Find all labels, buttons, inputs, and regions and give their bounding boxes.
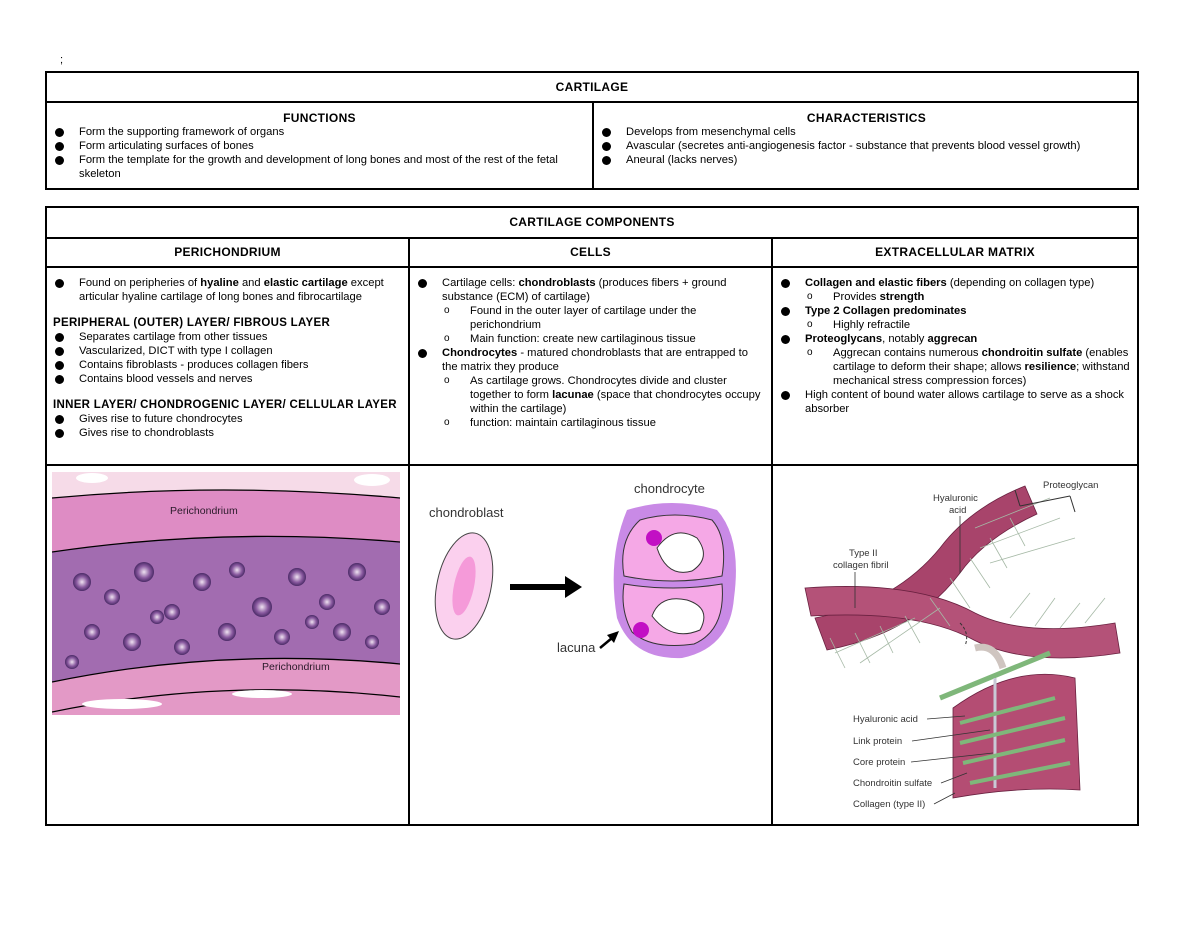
arrow-shaft <box>510 584 565 590</box>
cells-content: Cartilage cells: chondroblasts (produces… <box>416 276 766 430</box>
list-item: Form the supporting framework of organs <box>53 125 583 139</box>
list-item: Proteoglycans, notably aggrecan <box>779 332 1131 346</box>
lacuna-label: lacuna <box>557 640 596 655</box>
legend-collagen-type2: Collagen (type II) <box>853 799 925 810</box>
list-subitem: Highly refractile <box>779 318 1131 332</box>
divider <box>45 266 1139 268</box>
type2-label-1: Type II <box>849 548 878 559</box>
perichondrium-label-bottom: Perichondrium <box>262 661 330 673</box>
list-item: Separates cartilage from other tissues <box>53 330 403 344</box>
functions-list: Form the supporting framework of organs … <box>53 125 583 181</box>
divider <box>408 237 410 826</box>
list-item: Vascularized, DICT with type I collagen <box>53 344 403 358</box>
list-subitem: Main function: create new cartilaginous … <box>416 332 766 346</box>
chondroblast-label: chondroblast <box>429 505 504 520</box>
components-table <box>45 206 1139 826</box>
characteristics-heading: CHARACTERISTICS <box>806 111 927 125</box>
list-subitem: Aggrecan contains numerous chondroitin s… <box>779 346 1131 388</box>
divider <box>45 237 1139 239</box>
inner-layer-heading: INNER LAYER/ CHONDROGENIC LAYER/ CELLULA… <box>53 399 397 411</box>
list-item: Found on peripheries of hyaline and elas… <box>53 276 403 304</box>
list-item: Cartilage cells: chondroblasts (produces… <box>416 276 766 304</box>
list-subitem: Found in the outer layer of cartilage un… <box>416 304 766 332</box>
table-title: CARTILAGE <box>555 80 629 94</box>
ecm-diagram: Proteoglycan Hyaluronic acid Type II col… <box>804 480 1121 810</box>
list-item: Type 2 Collagen predominates <box>779 304 1131 318</box>
hyaluronic-top-label-2: acid <box>949 505 966 516</box>
arrow-icon <box>565 576 582 598</box>
perichondrium-label-top: Perichondrium <box>170 505 238 517</box>
legend-link-protein: Link protein <box>853 736 902 747</box>
outer-layer-heading: PERIPHERAL (OUTER) LAYER/ FIBROUS LAYER <box>53 317 331 329</box>
list-item: Gives rise to chondroblasts <box>53 426 403 440</box>
list-item: High content of bound water allows carti… <box>779 388 1131 416</box>
list-item: Gives rise to future chondrocytes <box>53 412 403 426</box>
legend-chondroitin-sulfate: Chondroitin sulfate <box>853 778 932 789</box>
perichondrium-heading: PERICHONDRIUM <box>174 245 281 259</box>
chondrocyte-label: chondrocyte <box>634 481 705 496</box>
list-item: Develops from mesenchymal cells <box>600 125 1130 139</box>
list-subitem: Provides strength <box>779 290 1131 304</box>
divider <box>45 464 1139 466</box>
legend-core-protein: Core protein <box>853 757 905 768</box>
functions-heading: FUNCTIONS <box>283 111 356 125</box>
list-item: Contains fibroblasts - produces collagen… <box>53 358 403 372</box>
stray-mark: ; <box>60 54 64 66</box>
list-item: Contains blood vessels and nerves <box>53 372 403 386</box>
histology-micrograph: Perichondrium Perichondrium <box>52 472 400 715</box>
list-item: Collagen and elastic fibers (depending o… <box>779 276 1131 290</box>
pointer-arrow-icon <box>607 631 619 643</box>
ecm-content: Collagen and elastic fibers (depending o… <box>779 276 1131 416</box>
components-title: CARTILAGE COMPONENTS <box>509 215 675 229</box>
cells-heading: CELLS <box>570 245 611 259</box>
proteoglycan-label: Proteoglycan <box>1043 480 1098 491</box>
list-item: Avascular (secretes anti-angiogenesis fa… <box>600 139 1130 153</box>
cells-diagram: chondroblast chondrocyte lacuna <box>429 481 736 659</box>
legend-hyaluronic-acid: Hyaluronic acid <box>853 714 918 725</box>
type2-label-2: collagen fibril <box>833 560 888 571</box>
perichondrium-content: Found on peripheries of hyaline and elas… <box>53 276 403 440</box>
characteristics-list: Develops from mesenchymal cells Avascula… <box>600 125 1130 167</box>
divider <box>592 101 594 190</box>
list-subitem: function: maintain cartilaginous tissue <box>416 416 766 430</box>
list-item: Aneural (lacks nerves) <box>600 153 1130 167</box>
list-item: Form articulating surfaces of bones <box>53 139 583 153</box>
list-item: Chondrocytes - matured chondroblasts tha… <box>416 346 766 374</box>
hyaluronic-top-label-1: Hyaluronic <box>933 493 978 504</box>
list-subitem: As cartilage grows. Chondrocytes divide … <box>416 374 766 416</box>
divider <box>771 237 773 826</box>
list-item: Form the template for the growth and dev… <box>53 153 583 181</box>
ecm-heading: EXTRACELLULAR MATRIX <box>875 245 1035 259</box>
